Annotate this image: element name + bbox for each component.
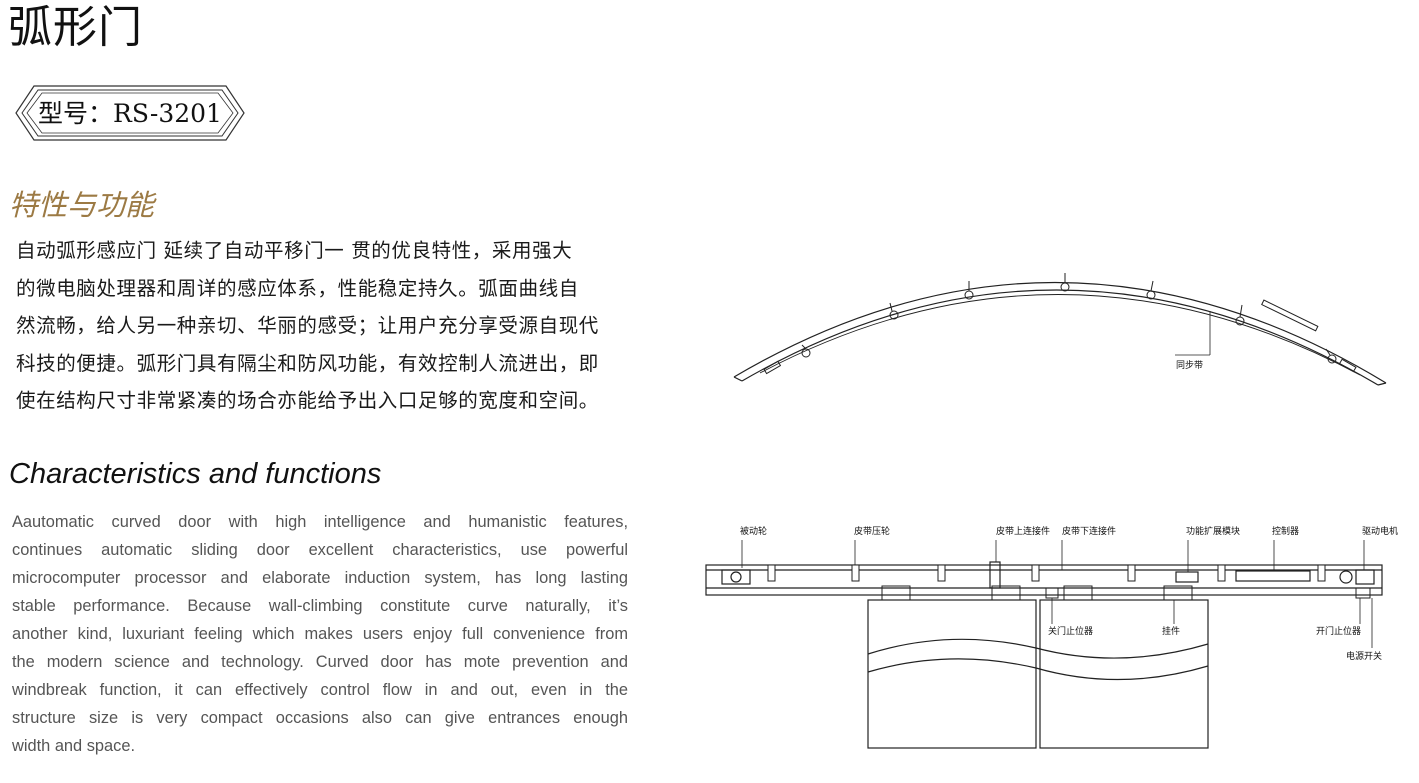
label-power-switch: 电源开关 [1346, 650, 1382, 662]
label-drive-motor: 驱动电机 [1362, 525, 1398, 537]
cn-section-body: 自动弧形感应门 延续了自动平移门一 贯的优良特性，采用强大 的微电脑处理器和周详… [16, 232, 636, 420]
carriage-rollers [767, 564, 1326, 582]
passive-wheel-shape [721, 569, 751, 585]
curved-track-diagram: 同步带 [733, 273, 1387, 386]
label-belt-upper-connector: 皮带上连接件 [996, 525, 1050, 537]
cn-body-line: 科技的便捷。弧形门具有隔尘和防风功能，有效控制人流进出，即 [16, 351, 599, 375]
en-body-line: continues automatic sliding door excelle… [12, 541, 628, 559]
operator-housing [705, 564, 1383, 596]
page-title: 弧形门 [8, 2, 143, 53]
function-module-shape [1175, 571, 1199, 583]
label-belt-press-wheel: 皮带压轮 [854, 525, 890, 537]
cn-section-heading: 特性与功能 [9, 188, 155, 222]
leader-lines [741, 540, 1373, 648]
en-body-line: another kind, luxuriant feeling which ma… [12, 625, 628, 643]
en-body-line: Aautomatic curved door with high intelli… [12, 513, 628, 531]
en-body-line: windbreak function, it can effectively c… [12, 681, 628, 699]
operator-diagram: 被动轮 皮带压轮 皮带上连接件 皮带下连接件 功能扩展模块 控制器 驱动电机 关… [705, 525, 1398, 749]
label-function-module: 功能扩展模块 [1186, 525, 1240, 537]
model-badge: 型号：RS-3201 [12, 84, 248, 142]
cn-body-line: 自动弧形感应门 延续了自动平移门一 贯的优良特性，采用强大 [16, 239, 573, 262]
en-body-line: microcomputer processor and elaborate in… [12, 569, 628, 587]
track-rollers [801, 273, 1337, 364]
label-close-stopper: 关门止位器 [1048, 625, 1093, 637]
belt-label: 同步带 [1176, 360, 1203, 371]
door-leaves [867, 599, 1209, 749]
en-section-body: Aautomatic curved door with high intelli… [12, 508, 628, 760]
model-badge-frame [15, 85, 245, 141]
en-body-line: the modern science and technology. Curve… [12, 653, 628, 671]
en-section-heading: Characteristics and functions [9, 458, 382, 490]
label-open-stopper: 开门止位器 [1316, 625, 1361, 637]
cn-body-line: 的微电脑处理器和周详的感应体系，性能稳定持久。弧面曲线自 [16, 276, 579, 300]
cn-body-line: 使在结构尺寸非常紧凑的场合亦能给予出入口足够的宽度和空间。 [16, 389, 599, 412]
label-passive-wheel: 被动轮 [740, 525, 767, 537]
en-body-line: stable performance. Because wall-climbin… [12, 597, 628, 615]
track-carriages [763, 299, 1357, 375]
controller-shape [1235, 570, 1311, 582]
label-belt-lower-connector: 皮带下连接件 [1062, 525, 1116, 537]
drive-motor-shape [1355, 569, 1375, 585]
label-hanger: 挂件 [1162, 625, 1180, 637]
cn-body-line: 然流畅，给人另一种亲切、华丽的感受；让用户充分享受源自现代 [16, 314, 599, 337]
track-outer-curve [733, 281, 1387, 384]
label-controller: 控制器 [1272, 525, 1299, 537]
track-inner-curve [741, 289, 1379, 386]
en-body-line: width and space. [12, 737, 136, 755]
en-body-line: structure size is very compact occasions… [12, 709, 628, 727]
model-number: 型号：RS-3201 [38, 99, 222, 128]
belt-curve [759, 294, 1361, 376]
